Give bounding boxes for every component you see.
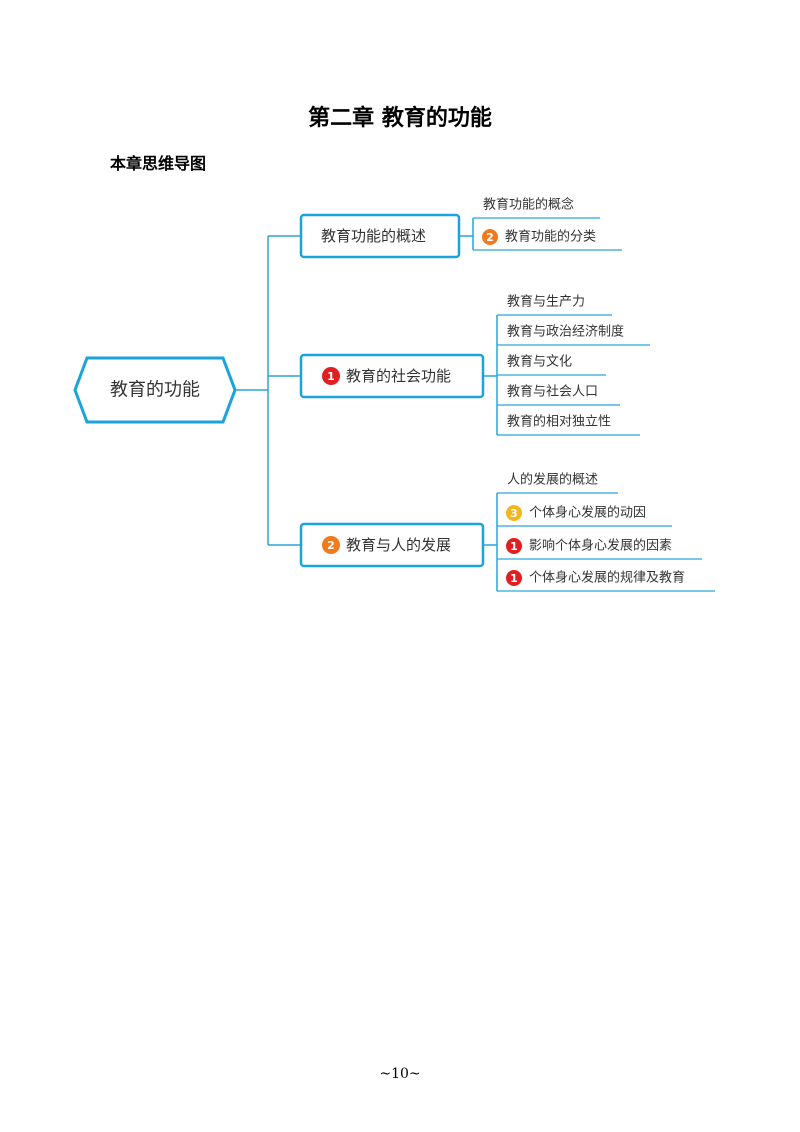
- leaf-node-label: 个体身心发展的动因: [529, 505, 646, 521]
- leaf-node-label: 教育功能的分类: [505, 229, 596, 245]
- leaf-node-label: 教育的相对独立性: [507, 414, 611, 430]
- chapter-title: 第二章 教育的功能: [308, 105, 492, 131]
- leaf-node-label: 教育功能的概念: [483, 197, 574, 213]
- priority-badge-icon: [506, 570, 522, 586]
- leaf-node-label: 个体身心发展的规律及教育: [529, 570, 685, 586]
- branch-node-label: 教育的社会功能: [346, 367, 451, 385]
- priority-badge-icon: [322, 536, 340, 554]
- leaf-node-label: 教育与社会人口: [507, 384, 598, 400]
- leaf-node-label: 人的发展的概述: [507, 472, 598, 488]
- leaf-node-label: 教育与政治经济制度: [507, 324, 624, 340]
- priority-badge-icon: [506, 505, 522, 521]
- priority-badge-number: 2: [486, 231, 494, 244]
- section-heading: 本章思维导图: [110, 154, 207, 173]
- priority-badge-number: 2: [327, 539, 335, 552]
- priority-badge-number: 1: [327, 370, 335, 383]
- branch-node-label: 教育与人的发展: [346, 536, 451, 554]
- leaf-node-label: 教育与文化: [507, 354, 572, 370]
- branch-node-label: 教育功能的概述: [321, 227, 426, 245]
- priority-badge-number: 1: [510, 540, 518, 553]
- priority-badge-icon: [322, 367, 340, 385]
- root-node-label: 教育的功能: [110, 380, 200, 401]
- priority-badge-icon: [506, 538, 522, 554]
- priority-badge-icon: [482, 229, 498, 245]
- priority-badge-number: 3: [510, 507, 518, 520]
- leaf-node-label: 影响个体身心发展的因素: [529, 538, 672, 554]
- priority-badge-number: 1: [510, 572, 518, 585]
- leaf-node-label: 教育与生产力: [507, 294, 585, 310]
- mind-map: 教育的功能 教育功能的概述 教育功能的概念 2 教育功能的分类 1 教育的社会功能 教育与生产…: [73, 197, 715, 592]
- page-number: ~10~: [379, 1066, 421, 1082]
